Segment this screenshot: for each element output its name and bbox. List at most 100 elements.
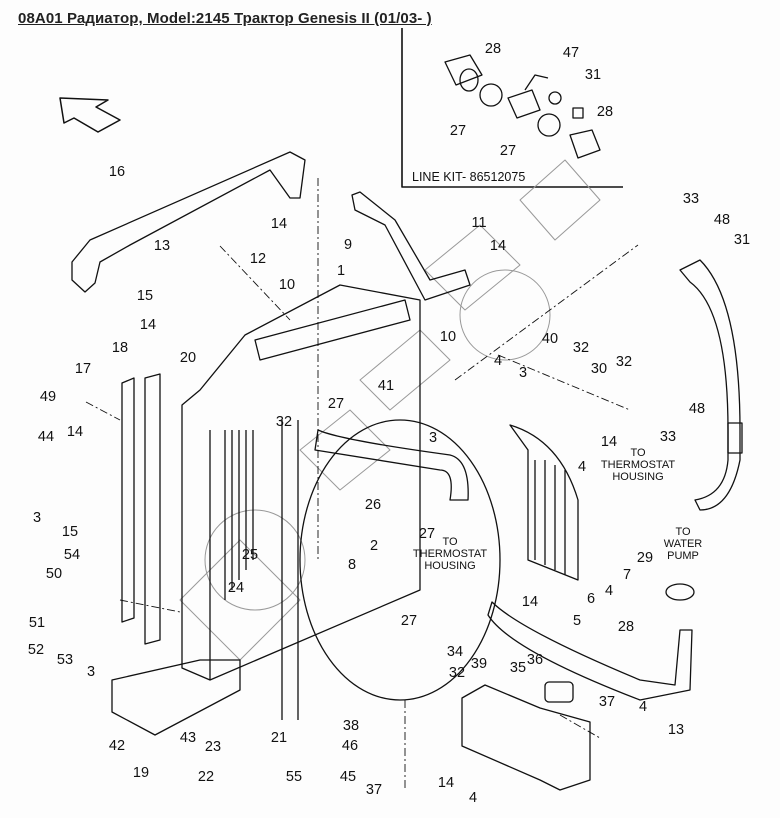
callout-part-35[interactable]: 35 [509,660,527,676]
callout-part-13[interactable]: 13 [667,722,685,738]
callout-part-4[interactable]: 4 [604,583,614,599]
callout-part-28[interactable]: 28 [617,619,635,635]
callout-part-14[interactable]: 14 [66,424,84,440]
callout-part-37[interactable]: 37 [365,782,383,798]
callout-part-27[interactable]: 27 [418,526,436,542]
callout-part-21[interactable]: 21 [270,730,288,746]
fan-shroud [281,419,501,720]
top-tank-handle [71,151,306,293]
callout-part-19[interactable]: 19 [132,765,150,781]
callout-part-33[interactable]: 33 [659,429,677,445]
callout-part-40[interactable]: 40 [541,331,559,347]
direction-arrow-icon [59,97,121,133]
line-kit-parts [444,54,601,159]
callout-part-25[interactable]: 25 [241,547,259,563]
callout-part-17[interactable]: 17 [74,361,92,377]
page-title: 08A01 Радиатор, Model:2145 Трактор Genes… [18,10,432,27]
side-seal-strips [121,373,161,645]
callout-part-15[interactable]: 15 [61,524,79,540]
callout-part-34[interactable]: 34 [446,644,464,660]
callout-part-27[interactable]: 27 [327,396,345,412]
callout-part-14[interactable]: 14 [489,238,507,254]
callout-part-14[interactable]: 14 [437,775,455,791]
callout-part-48[interactable]: 48 [688,401,706,417]
callout-part-8[interactable]: 8 [347,557,357,573]
lower-hose [487,583,695,701]
callout-part-27[interactable]: 27 [449,123,467,139]
callout-part-20[interactable]: 20 [179,350,197,366]
callout-part-16[interactable]: 16 [108,164,126,180]
line-kit-inset-frame [401,28,623,188]
callout-part-14[interactable]: 14 [270,216,288,232]
callout-part-49[interactable]: 49 [39,389,57,405]
callout-part-1[interactable]: 1 [336,263,346,279]
callout-part-42[interactable]: 42 [108,738,126,754]
callout-part-28[interactable]: 28 [484,41,502,57]
callout-part-50[interactable]: 50 [45,566,63,582]
callout-part-53[interactable]: 53 [56,652,74,668]
callout-part-18[interactable]: 18 [111,340,129,356]
callout-part-51[interactable]: 51 [28,615,46,631]
callout-part-32[interactable]: 32 [275,414,293,430]
callout-part-4[interactable]: 4 [493,353,503,369]
overflow-hose [679,259,743,511]
callout-part-38[interactable]: 38 [342,718,360,734]
callout-part-3[interactable]: 3 [86,664,96,680]
callout-part-55[interactable]: 55 [285,769,303,785]
callout-part-15[interactable]: 15 [136,288,154,304]
callout-part-27[interactable]: 27 [400,613,418,629]
callout-part-28[interactable]: 28 [596,104,614,120]
callout-part-10[interactable]: 10 [278,277,296,293]
callout-part-52[interactable]: 52 [27,642,45,658]
callout-part-32[interactable]: 32 [615,354,633,370]
callout-part-4[interactable]: 4 [468,790,478,806]
callout-part-22[interactable]: 22 [197,769,215,785]
callout-part-32[interactable]: 32 [572,340,590,356]
callout-part-29[interactable]: 29 [636,550,654,566]
callout-part-14[interactable]: 14 [600,434,618,450]
callout-part-26[interactable]: 26 [364,497,382,513]
callout-part-24[interactable]: 24 [227,580,245,596]
callout-part-31[interactable]: 31 [584,67,602,83]
callout-part-7[interactable]: 7 [622,567,632,583]
callout-part-11[interactable]: 11 [471,215,487,231]
callout-part-12[interactable]: 12 [249,251,267,267]
callout-part-3[interactable]: 3 [518,365,528,381]
callout-part-48[interactable]: 48 [713,212,731,228]
callout-part-47[interactable]: 47 [562,45,580,61]
callout-part-45[interactable]: 45 [339,769,357,785]
callout-part-44[interactable]: 44 [37,429,55,445]
callout-part-31[interactable]: 31 [733,232,751,248]
callout-part-41[interactable]: 41 [377,378,395,394]
callout-part-32[interactable]: 32 [448,665,466,681]
callout-part-46[interactable]: 46 [341,738,359,754]
callout-part-54[interactable]: 54 [63,547,81,563]
callout-part-30[interactable]: 30 [590,361,608,377]
callout-part-10[interactable]: 10 [439,329,457,345]
callout-part-23[interactable]: 23 [204,739,222,755]
radiator-core [181,284,421,681]
callout-part-9[interactable]: 9 [343,237,353,253]
callout-part-5[interactable]: 5 [572,613,582,629]
callout-part-14[interactable]: 14 [139,317,157,333]
callout-part-13[interactable]: 13 [153,238,171,254]
callout-part-33[interactable]: 33 [682,191,700,207]
callout-part-4[interactable]: 4 [638,699,648,715]
callout-part-43[interactable]: 43 [179,730,197,746]
expansion-tank [461,681,591,791]
callout-part-4[interactable]: 4 [577,459,587,475]
callout-part-36[interactable]: 36 [526,652,544,668]
callout-part-2[interactable]: 2 [369,538,379,554]
callout-part-6[interactable]: 6 [586,591,596,607]
upper-hose [314,429,469,501]
callout-part-27[interactable]: 27 [499,143,517,159]
assembly-center-lines [85,178,639,790]
note-to-water-pump: TO WATER PUMP [663,526,703,562]
callout-part-39[interactable]: 39 [470,656,488,672]
callout-part-14[interactable]: 14 [521,594,539,610]
callout-part-37[interactable]: 37 [598,694,616,710]
callout-part-3[interactable]: 3 [32,510,42,526]
mounting-bracket [351,191,471,301]
callout-part-3[interactable]: 3 [428,430,438,446]
